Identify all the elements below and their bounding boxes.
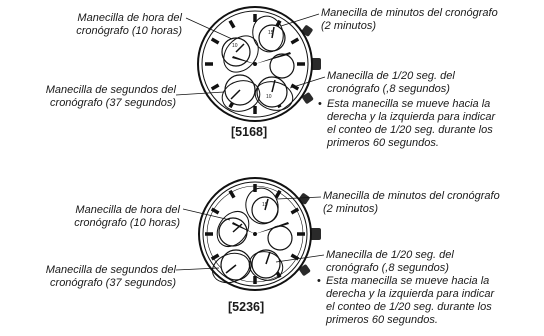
twentieth-second-hand-label-5168: Manecilla de 1/20 seg. del cronógrafo (,… [327, 70, 455, 96]
minute-hand-label-5236: Manecilla de minutos del cronógrafo (2 m… [323, 190, 500, 216]
bullet-icon: • [317, 275, 321, 287]
watch-5168-illustration: 15 10 10 [197, 6, 321, 122]
svg-text:15: 15 [268, 30, 274, 36]
twentieth-hand-label-line-2: cronógrafo (,8 segundos) [326, 262, 449, 274]
note-line-2: derecha y la izquierda para indicar [327, 111, 496, 123]
seconds-hand-label-line-2: cronógrafo (37 segundos) [50, 97, 176, 109]
twentieth-hand-note-5168: • Esta manecilla se mueve hacia la derec… [318, 98, 542, 150]
twentieth-hand-label-line-2: cronógrafo (,8 segundos) [327, 83, 450, 95]
minute-hand-label-line-2: (2 minutos) [321, 20, 377, 32]
seconds-hand-label-line-2: cronógrafo (37 segundos) [50, 277, 176, 289]
hour-hand-label-line-2: cronógrafo (10 horas) [74, 217, 180, 229]
hour-hand-label-line-1: Manecilla de hora del [75, 204, 180, 216]
note-line-1: Esta manecilla se mueve hacia la [326, 275, 490, 287]
seconds-hand-label-5168: Manecilla de segundos del cronógrafo (37… [0, 84, 176, 110]
model-number-5168: [5168] [231, 125, 268, 139]
hour-hand-label-5236: Manecilla de hora del cronógrafo (10 hor… [0, 204, 180, 230]
bullet-icon: • [318, 98, 322, 110]
minute-hand-label-5168: Manecilla de minutos del cronógrafo (2 m… [321, 7, 498, 33]
note-line-3: el conteo de 1/20 seg. durante los [326, 301, 492, 313]
note-line-1: Esta manecilla se mueve hacia la [327, 98, 491, 110]
twentieth-hand-label-line-1: Manecilla de 1/20 seg. del [326, 249, 454, 261]
note-line-2: derecha y la izquierda para indicar [326, 288, 495, 300]
hour-hand-label-line-1: Manecilla de hora del [77, 12, 182, 24]
model-number-5236: [5236] [228, 300, 265, 314]
note-line-4: primeros 60 segundos. [326, 314, 438, 326]
minute-hand-label-line-1: Manecilla de minutos del cronógrafo [321, 7, 498, 19]
svg-text:10: 10 [266, 94, 272, 100]
note-line-3: el conteo de 1/20 seg. durante los [327, 124, 493, 136]
hour-hand-label-line-2: cronógrafo (10 horas) [76, 25, 182, 37]
seconds-hand-label-5236: Manecilla de segundos del cronógrafo (37… [0, 264, 176, 290]
seconds-hand-label-line-1: Manecilla de segundos del [45, 84, 176, 96]
twentieth-second-hand-label-5236: Manecilla de 1/20 seg. del cronógrafo (,… [326, 249, 454, 275]
svg-text:15: 15 [262, 202, 268, 208]
twentieth-hand-label-line-1: Manecilla de 1/20 seg. del [327, 70, 455, 82]
minute-hand-label-line-1: Manecilla de minutos del cronógrafo [323, 190, 500, 202]
watch-5236-illustration: 15 [198, 177, 321, 291]
watch-5236-leader-lines [175, 196, 325, 271]
twentieth-hand-note-5236: • Esta manecilla se mueve hacia la derec… [317, 275, 541, 327]
watch-5168-leader-lines [175, 13, 326, 96]
seconds-hand-label-line-1: Manecilla de segundos del [45, 264, 176, 276]
hour-hand-label-5168: Manecilla de hora del cronógrafo (10 hor… [0, 12, 182, 38]
minute-hand-label-line-2: (2 minutos) [323, 203, 379, 215]
svg-text:10: 10 [232, 43, 238, 49]
note-line-4: primeros 60 segundos. [327, 137, 439, 149]
